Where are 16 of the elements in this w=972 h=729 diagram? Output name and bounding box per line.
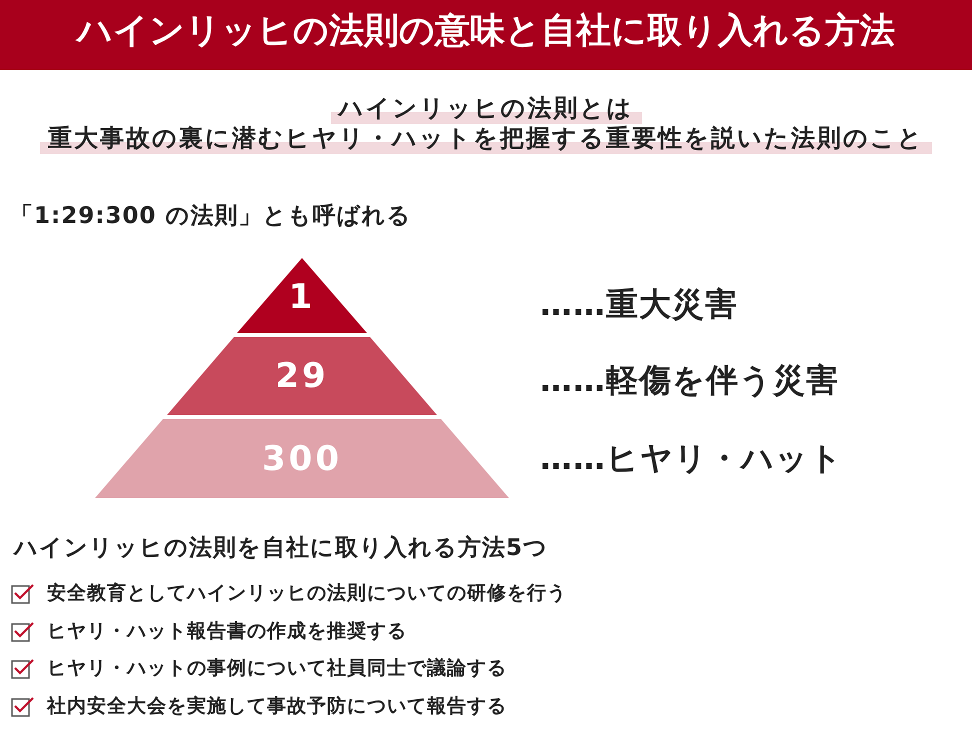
- list-item: ヒヤリ・ハット報告書の作成を推奨する: [47, 619, 407, 644]
- tier-number: 1: [288, 276, 316, 319]
- pyramid-tier: [95, 419, 509, 498]
- list-item: 社内安全大会を実施して事故予防について報告する: [47, 694, 507, 719]
- tier-number: 29: [274, 355, 330, 398]
- pyramid-tier: [237, 258, 367, 333]
- note-text: 「1:29:300 の法則」とも呼ばれる: [10, 202, 412, 231]
- tier-number: 300: [261, 438, 343, 480]
- list-item: ヒヤリ・ハットの事例について社員同士で議論する: [47, 656, 507, 681]
- tier-description: ……軽傷を伴う災害: [540, 360, 839, 401]
- section-heading: ハインリッヒの法則を自社に取り入れる方法5つ: [14, 534, 548, 563]
- title-bar: ハインリッヒの法則の意味と自社に取り入れる方法: [0, 0, 972, 70]
- list-item: 安全教育としてハインリッヒの法則についての研修を行う: [47, 581, 567, 606]
- tier-description: ……重大災害: [540, 284, 738, 325]
- tier-description: ……ヒヤリ・ハット: [540, 438, 843, 479]
- pyramid-tier: [167, 337, 437, 415]
